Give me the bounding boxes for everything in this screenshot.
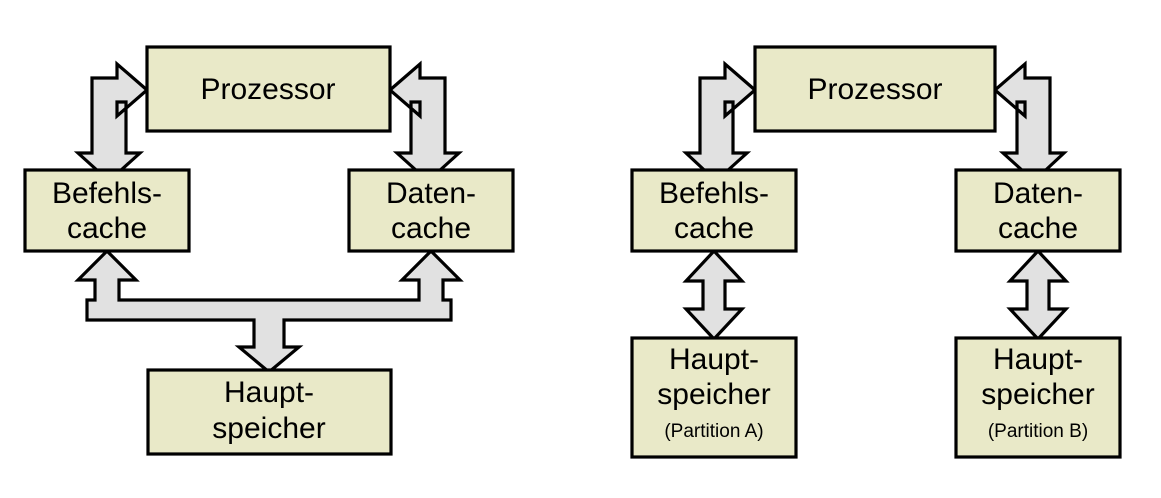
box-main-memory-partition-b	[954, 336, 1122, 459]
box-processor-right	[753, 45, 997, 133]
box-data-cache-left	[347, 168, 515, 253]
box-main-memory-left	[146, 368, 393, 456]
connector-processor-instruction-cache-icon	[73, 60, 150, 184]
connector-instruction-cache-memory-a-icon	[682, 248, 746, 342]
label-memory-b-partition: (Partition B)	[988, 421, 1088, 442]
connector-caches-main-memory-bus-icon	[74, 248, 464, 375]
box-main-memory-partition-a	[630, 336, 798, 459]
connector-processor-instruction-cache-right-icon	[681, 60, 758, 184]
label-memory-a-line2: speicher	[657, 378, 770, 411]
label-instruction-cache-left-line2: cache	[67, 212, 147, 245]
label-memory-b-line2: speicher	[981, 378, 1094, 411]
label-memory-b-line1: Haupt-	[993, 343, 1083, 376]
label-main-memory-left-line1: Haupt-	[224, 376, 314, 409]
label-instruction-cache-left-line1: Befehls-	[52, 177, 162, 210]
label-processor-right: Prozessor	[807, 73, 942, 106]
box-instruction-cache-left	[23, 168, 191, 253]
connector-processor-data-cache-icon	[387, 60, 464, 184]
label-main-memory-left-line2: speicher	[212, 412, 325, 445]
left-diagram-group: Prozessor Befehls- cache Daten- cache Ha…	[23, 45, 515, 456]
box-data-cache-right	[954, 168, 1122, 253]
right-diagram-group: Prozessor Befehls- cache Daten- cache Ha…	[630, 45, 1122, 459]
label-instruction-cache-right-line2: cache	[674, 212, 754, 245]
label-memory-a-line1: Haupt-	[669, 343, 759, 376]
label-instruction-cache-right-line1: Befehls-	[659, 177, 769, 210]
box-processor-left	[145, 45, 392, 133]
label-processor-left: Prozessor	[200, 73, 335, 106]
box-instruction-cache-right	[630, 168, 798, 253]
label-data-cache-right-line2: cache	[998, 212, 1078, 245]
connector-processor-data-cache-right-icon	[992, 60, 1069, 184]
connector-data-cache-memory-b-icon	[1006, 248, 1070, 342]
label-data-cache-right-line1: Daten-	[993, 177, 1083, 210]
label-data-cache-left-line2: cache	[391, 212, 471, 245]
label-memory-a-partition: (Partition A)	[664, 421, 763, 442]
label-data-cache-left-line1: Daten-	[386, 177, 476, 210]
